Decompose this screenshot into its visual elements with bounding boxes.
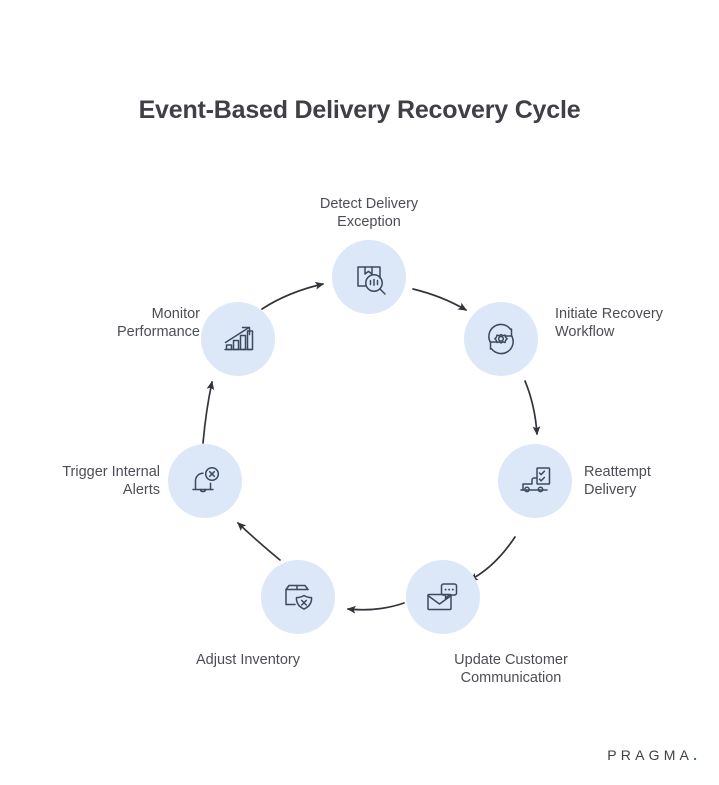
node-initiate-recovery-workflow[interactable] [464,302,538,376]
bell-x-icon [183,459,227,503]
page-title: Event-Based Delivery Recovery Cycle [138,96,581,124]
truck-checklist-icon [513,459,557,503]
node-reattempt-delivery[interactable] [498,444,572,518]
connector-adjust-to-trigger [237,522,281,561]
box-shield-x-icon [276,575,320,619]
brand-name: PRAGMA [607,747,694,763]
label-initiate-recovery-workflow: Initiate Recovery Workflow [555,306,663,340]
connector-trigger-to-monitor [202,380,215,444]
label-trigger-internal-alerts: Trigger Internal Alerts [62,464,160,498]
package-magnifier-icon [347,255,391,299]
label-detect-delivery-exception: Detect Delivery Exception [319,196,419,230]
node-adjust-inventory[interactable] [261,560,335,634]
brand-dot: . [693,747,697,763]
bar-chart-growth-icon [216,317,260,361]
connector-update-to-adjust [346,602,405,614]
node-trigger-internal-alerts[interactable] [168,444,242,518]
refresh-gear-icon [479,317,523,361]
node-monitor-performance[interactable] [201,302,275,376]
node-detect-delivery-exception[interactable] [332,240,406,314]
envelope-chat-icon [421,575,465,619]
label-reattempt-delivery: Reattempt Delivery [584,464,651,498]
label-adjust-inventory: Adjust Inventory [196,652,300,668]
node-update-customer-communication[interactable] [406,560,480,634]
label-update-customer-communication: Update Customer Communication [454,652,568,686]
brand-logo: PRAGMA. [607,747,697,763]
connector-reattempt-to-update [468,536,516,581]
label-monitor-performance: Monitor Performance [116,306,200,340]
connector-monitor-to-detect [261,281,325,310]
connector-detect-to-initiate [412,288,468,311]
connector-initiate-to-reattempt [524,380,541,436]
